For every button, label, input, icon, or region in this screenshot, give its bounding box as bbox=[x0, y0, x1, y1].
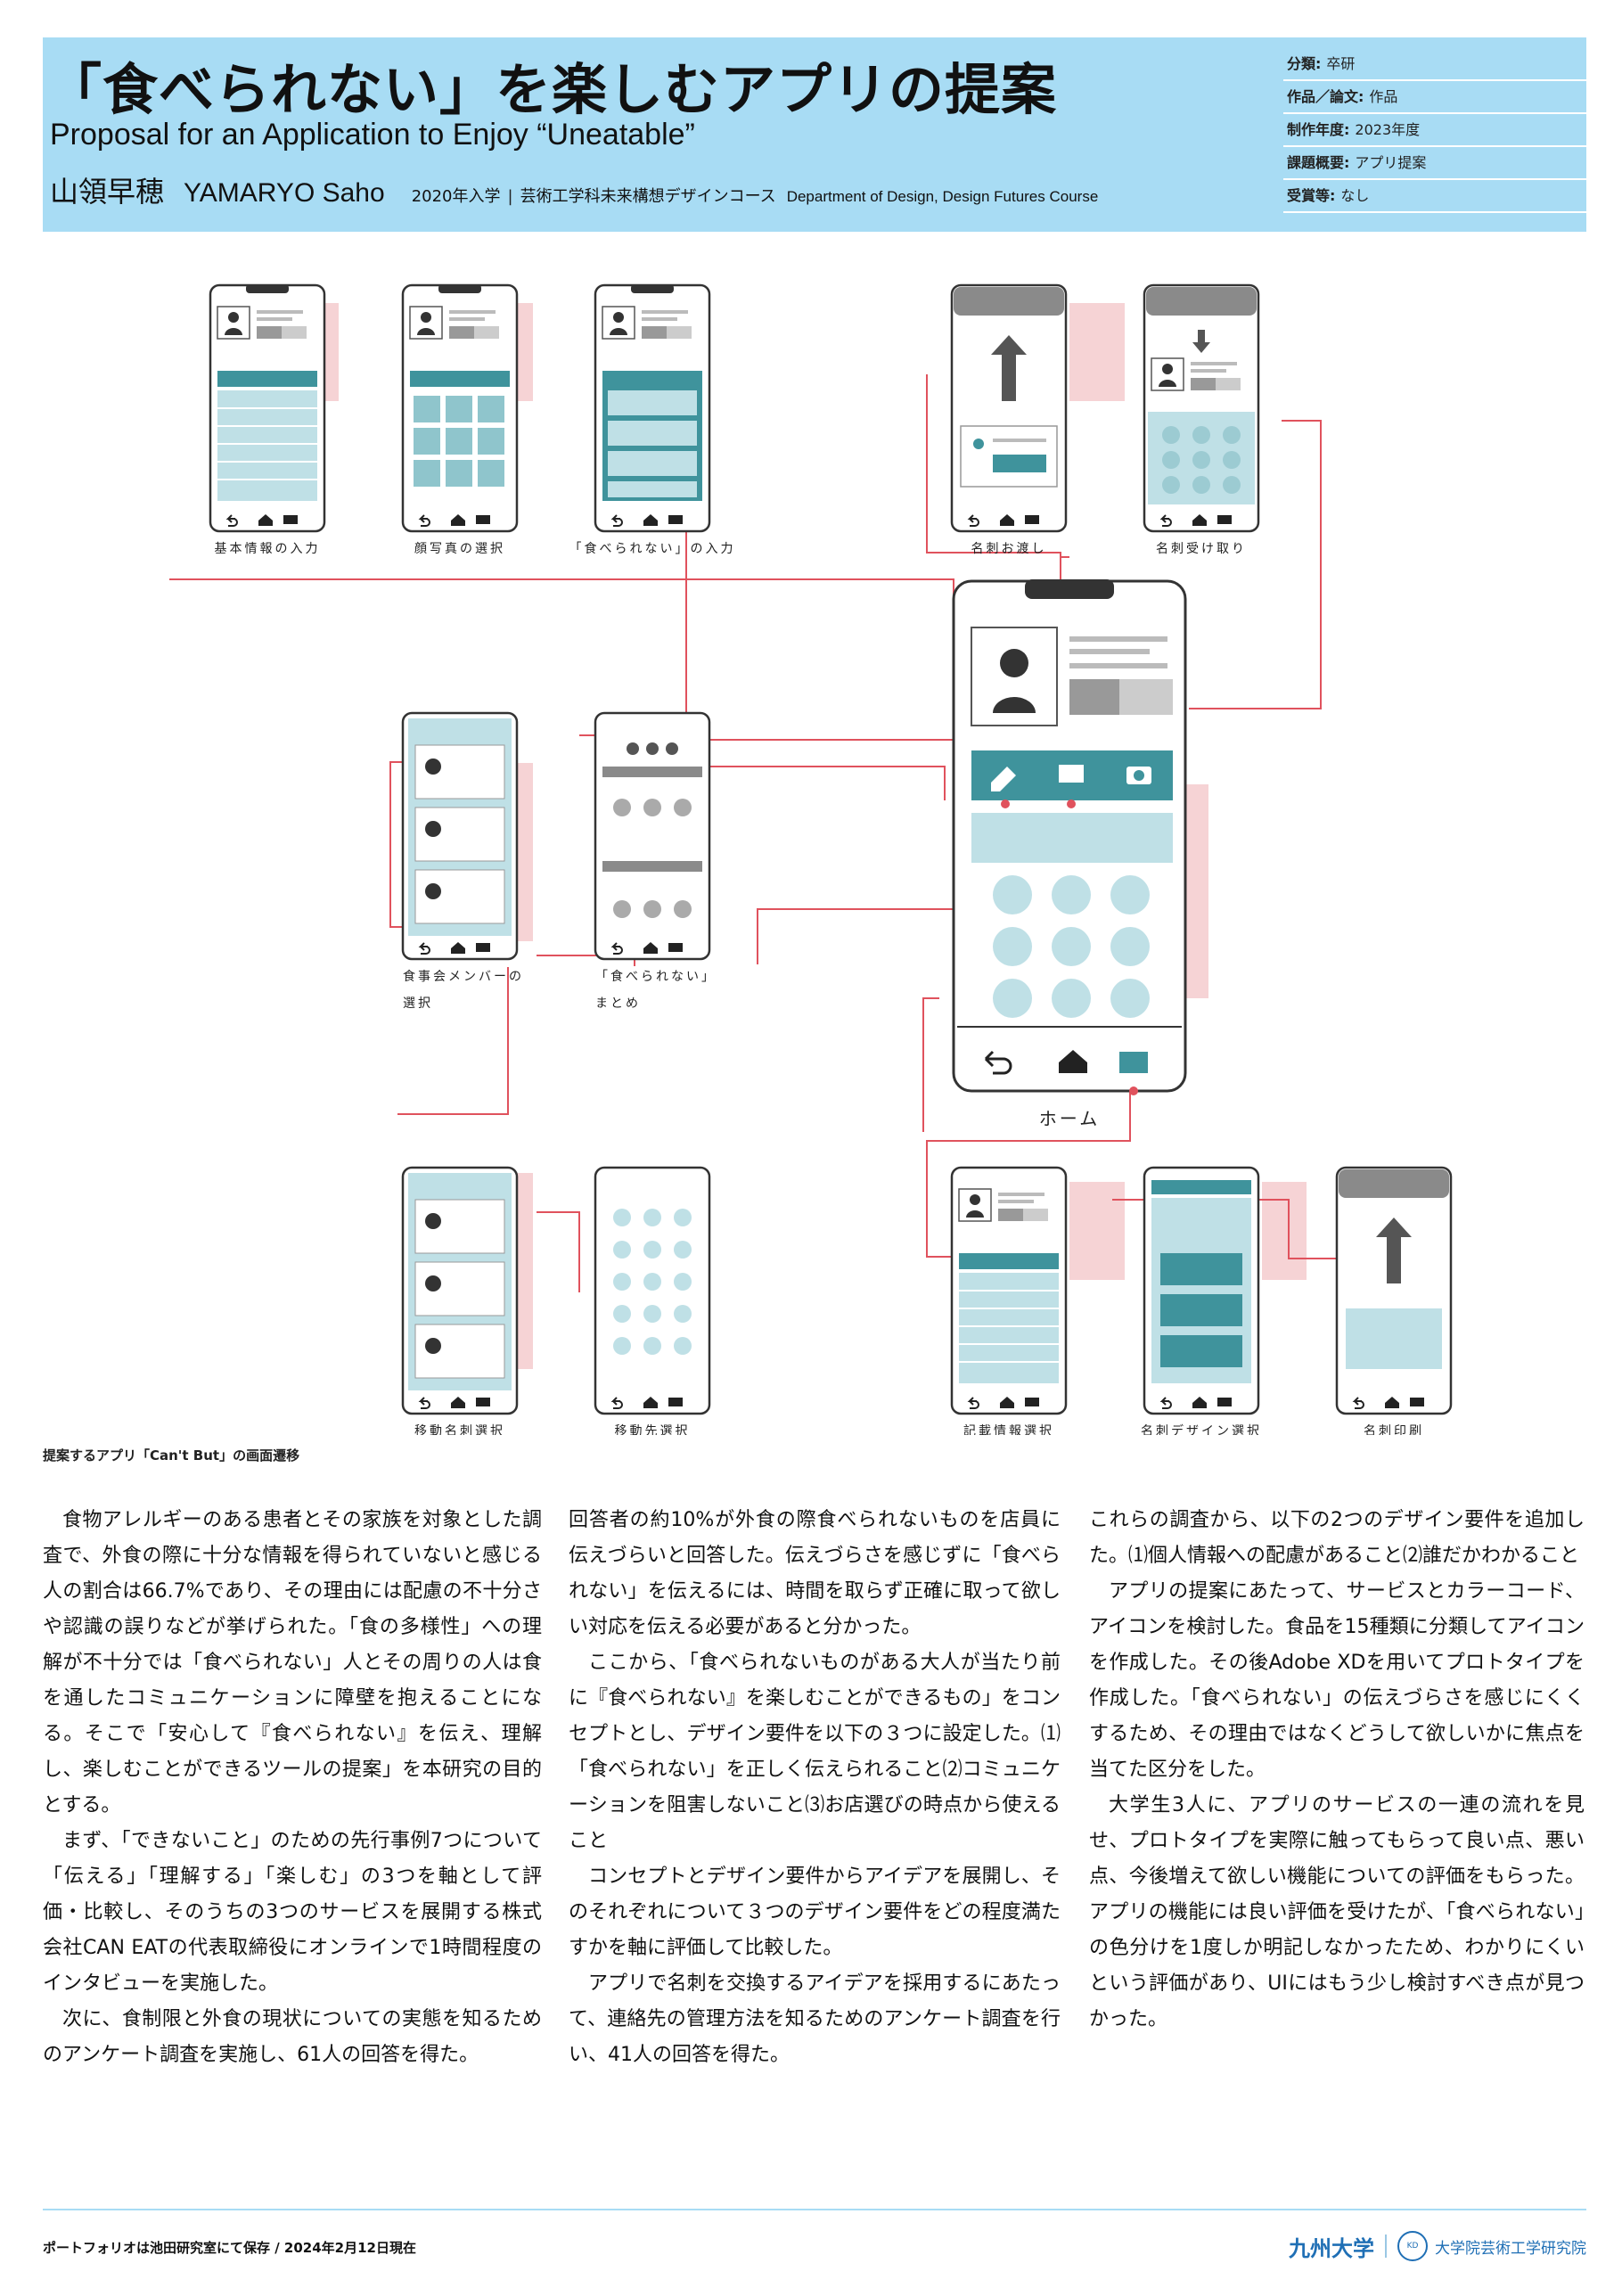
label-summary-2: まとめ bbox=[595, 996, 641, 1011]
meta-row: 制作年度: 2023年度 bbox=[1283, 114, 1586, 147]
label-card-design: 名刺デザイン選択 bbox=[1141, 1423, 1262, 1435]
graduate-school-name: 大学院芸術工学研究院 bbox=[1435, 2239, 1586, 2258]
paragraph: まず、「できないこと」のための先行事例7つについて「伝える」「理解する」「楽しむ… bbox=[43, 1830, 542, 1995]
back-icon bbox=[984, 1050, 1012, 1075]
pencil-icon bbox=[991, 767, 1016, 791]
course-name-en: Department of Design, Design Futures Cou… bbox=[786, 188, 1099, 205]
phone-member-select bbox=[401, 711, 519, 961]
phone-card-design bbox=[1143, 1166, 1260, 1415]
paragraph: ここから、「食べられないものがある大人が当たり前に『食べられない』を楽しむことが… bbox=[569, 1652, 1061, 1852]
phone-move-dest bbox=[594, 1166, 711, 1415]
paragraph: 大学生3人に、アプリのサービスの一連の流れを見せ、プロトタイプを実際に触ってもら… bbox=[1089, 1794, 1585, 2030]
meta-row: 受賞等:なし bbox=[1283, 180, 1586, 213]
paragraph: 次に、食制限と外食の現状についての実態を知るためのアンケート調査を実施し、61人… bbox=[43, 2008, 542, 2066]
phone-basic-info bbox=[209, 283, 326, 533]
label-move-dest: 移動先選択 bbox=[615, 1424, 691, 1435]
home-icon bbox=[1059, 1050, 1087, 1073]
course-name-jp: 芸術工学科未来構想デザインコース bbox=[520, 187, 776, 206]
label-summary-1: 「食べられない」 bbox=[595, 969, 717, 984]
screen-transition-diagram: 基本情報の入力 顔写真の選択 「食べられない」の入力 名刺お渡し 名刺受け取り … bbox=[169, 283, 1453, 1435]
phone-card-give bbox=[950, 283, 1068, 533]
university-name: 九州大学 bbox=[1289, 2234, 1374, 2261]
phone-info-select bbox=[950, 1166, 1068, 1415]
header-banner: 「食べられない」を楽しむアプリの提案 Proposal for an Appli… bbox=[43, 37, 1586, 232]
paragraph: アプリの提案にあたって、サービスとカラーコード、アイコンを検討した。食品を15種… bbox=[1089, 1580, 1585, 1781]
author-row: 山領早穂 YAMARYO Saho 2020年入学 | 芸術工学科未来構想デザインコース… bbox=[50, 169, 1098, 209]
label-uneatable-input: 「食べられない」の入力 bbox=[569, 541, 736, 556]
footer-logo: 九州大学 KD 大学院芸術工学研究院 bbox=[1289, 2228, 1586, 2264]
card-icon bbox=[1059, 765, 1084, 783]
paragraph: 食物アレルギーのある患者とその家族を対象とした調査で、外食の際に十分な情報を得ら… bbox=[43, 1509, 542, 1816]
body-column-2: 回答者の約10%が外食の際食べられないものを店員に伝えづらいと回答した。伝えづら… bbox=[569, 1503, 1061, 2073]
meta-row: 課題概要: アプリ提案 bbox=[1283, 147, 1586, 180]
phone-summary bbox=[594, 711, 711, 961]
person-icon bbox=[1000, 649, 1028, 677]
paragraph: 回答者の約10%が外食の際食べられないものを店員に伝えづらいと回答した。伝えづら… bbox=[569, 1509, 1061, 1638]
meta-value: 卒研 bbox=[1326, 55, 1356, 72]
meta-key: 制作年度: bbox=[1287, 121, 1350, 138]
arrow-up-icon bbox=[1376, 1218, 1412, 1283]
paragraph: コンセプトとデザイン要件からアイデアを展開し、そのそれぞれについて３つのデザイン… bbox=[569, 1866, 1061, 1959]
label-card-give: 名刺お渡し bbox=[971, 542, 1047, 556]
phone-uneatable-input bbox=[594, 283, 711, 533]
figure-caption: 提案するアプリ「Can't But」の画面遷移 bbox=[43, 1447, 300, 1464]
meta-row: 分類:卒研 bbox=[1283, 48, 1586, 81]
meta-key: 課題概要: bbox=[1287, 154, 1350, 171]
graduate-school-badge: KD bbox=[1397, 2231, 1428, 2261]
label-card-print: 名刺印刷 bbox=[1364, 1424, 1424, 1435]
author-name-en: YAMARYO Saho bbox=[184, 178, 385, 208]
label-face-photo: 顔写真の選択 bbox=[414, 542, 505, 556]
meta-value: なし bbox=[1340, 187, 1370, 204]
label-member-select-1: 食事会メンバーの bbox=[403, 969, 524, 984]
label-info-select: 記載情報選択 bbox=[963, 1423, 1054, 1435]
page-title: 「食べられない」を楽しむアプリの提案 bbox=[46, 57, 1058, 122]
footer-divider bbox=[43, 2209, 1586, 2210]
page-subtitle: Proposal for an Application to Enjoy “Un… bbox=[50, 118, 695, 152]
label-member-select-2: 選択 bbox=[403, 996, 433, 1011]
label-home: ホーム bbox=[1039, 1108, 1100, 1129]
label-basic-info: 基本情報の入力 bbox=[215, 541, 321, 556]
print-icon bbox=[1119, 1052, 1148, 1073]
paragraph: アプリで名刺を交換するアイデアを採用するにあたって、連絡先の管理方法を知るための… bbox=[569, 1972, 1061, 2066]
meta-table: 分類:卒研 作品／論文: 作品 制作年度: 2023年度 課題概要: アプリ提案 受賞… bbox=[1283, 48, 1586, 213]
meta-value: 作品 bbox=[1369, 88, 1398, 105]
author-name-jp: 山領早穂 bbox=[50, 175, 165, 209]
meta-key: 受賞等: bbox=[1287, 187, 1336, 204]
meta-value: アプリ提案 bbox=[1355, 154, 1427, 171]
label-move-card: 移動名刺選択 bbox=[414, 1424, 505, 1435]
separator: | bbox=[507, 187, 513, 206]
body-column-3: これらの調査から、以下の2つのデザイン要件を追加した。⑴個人情報への配慮があるこ… bbox=[1089, 1503, 1585, 2038]
phone-move-card bbox=[401, 1166, 519, 1415]
label-card-receive: 名刺受け取り bbox=[1156, 542, 1247, 556]
phone-home bbox=[952, 579, 1187, 1095]
logo-divider bbox=[1385, 2234, 1387, 2258]
meta-key: 分類: bbox=[1287, 55, 1322, 72]
paragraph: これらの調査から、以下の2つのデザイン要件を追加した。⑴個人情報への配慮があるこ… bbox=[1089, 1509, 1585, 1567]
phone-card-receive bbox=[1143, 283, 1260, 533]
phone-card-print bbox=[1335, 1166, 1453, 1415]
phone-face-photo bbox=[401, 283, 519, 533]
meta-row: 作品／論文: 作品 bbox=[1283, 81, 1586, 114]
meta-key: 作品／論文: bbox=[1287, 88, 1364, 105]
meta-value: 2023年度 bbox=[1355, 121, 1421, 138]
footer-note: ポートフォリオは池田研究室にて保存 / 2024年2月12日現在 bbox=[43, 2240, 416, 2256]
enrollment-year: 2020年入学 bbox=[411, 187, 501, 206]
body-column-1: 食物アレルギーのある患者とその家族を対象とした調査で、外食の際に十分な情報を得ら… bbox=[43, 1503, 542, 2073]
